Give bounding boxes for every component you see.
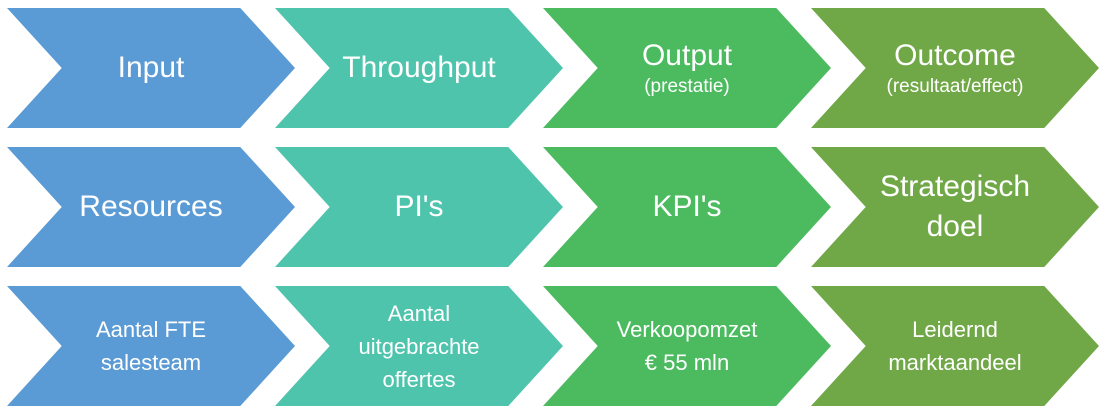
chevron-label: Aantal uitgebrachte offertes (358, 300, 480, 392)
chevron-label: PI's (394, 189, 444, 223)
chevron-pis: PI's (275, 147, 563, 267)
chevron-aantal-uitgebrachte-offertes: Aantal uitgebrachte offertes (275, 286, 563, 406)
chevron-row-examples: Aantal FTE salesteam Aantal uitgebrachte… (0, 286, 1106, 406)
chevron-kpis: KPI's (543, 147, 831, 267)
chevron-throughput: Throughput (275, 8, 563, 128)
chevron-row-stages: Input Throughput Output (prestatie) Outc… (0, 8, 1106, 128)
chevron-sublabel: (prestatie) (644, 75, 730, 97)
chevron-leidernd-marktaandeel: Leidernd marktaandeel (811, 286, 1099, 406)
chevron-row-indicators: Resources PI's KPI's Strategisch doel (0, 147, 1106, 267)
chevron-label: Resources (79, 189, 223, 223)
chevron-outcome: Outcome (resultaat/effect) (811, 8, 1099, 128)
chevron-input: Input (7, 8, 295, 128)
chevron-label: Verkoopomzet € 55 mln (616, 317, 758, 375)
chevron-output: Output (prestatie) (543, 8, 831, 128)
chevron-verkoopomzet: Verkoopomzet € 55 mln (543, 286, 831, 406)
chevron-label: Input (117, 51, 185, 84)
chevron-label: KPI's (652, 189, 722, 223)
chevron-label: Outcome (894, 38, 1016, 72)
chevron-aantal-fte-salesteam: Aantal FTE salesteam (7, 286, 295, 406)
chevron-strategisch-doel: Strategisch doel (811, 147, 1099, 267)
chevron-label: Aantal FTE salesteam (95, 317, 207, 375)
chevron-resources: Resources (7, 147, 295, 267)
chevron-label: Strategisch doel (879, 169, 1031, 244)
chevron-label: Throughput (342, 51, 496, 84)
chevron-label: Leidernd marktaandeel (888, 317, 1022, 375)
chevron-label: Output (641, 38, 733, 72)
chevron-sublabel: (resultaat/effect) (886, 75, 1024, 97)
